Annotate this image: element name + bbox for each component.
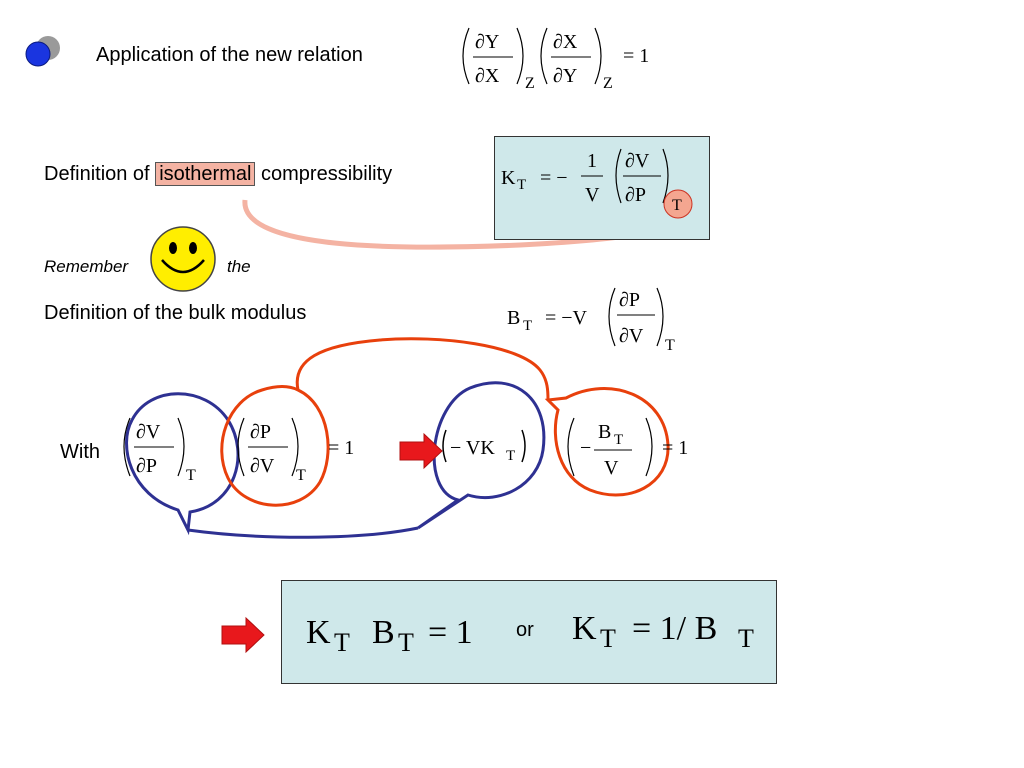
svg-text:K: K [306,614,331,651]
svg-text:B: B [372,614,395,651]
svg-text:= 1: = 1 [328,437,354,459]
svg-text:∂Y: ∂Y [475,31,499,53]
svg-text:T: T [614,432,623,448]
compressibility-equation-box: K T = − 1 V ∂V ∂P T [494,136,710,240]
result-box: K T B T = 1 or K T = 1/ B T [281,580,777,684]
svg-text:∂P: ∂P [625,184,646,206]
result-arrow-icon [220,616,266,654]
result-equation-2: K T = 1/ B T [572,610,754,653]
bulk-modulus-definition: Definition of the bulk modulus [44,302,307,324]
svg-text:∂V: ∂V [136,421,161,443]
isothermal-suffix: compressibility [261,163,393,185]
svg-text:∂Y: ∂Y [553,65,577,87]
svg-text:T: T [672,197,682,214]
orange-connector [295,337,550,401]
svg-text:Z: Z [603,75,613,92]
svg-text:T: T [738,624,754,653]
svg-text:T: T [517,177,526,193]
svg-text:= −V: = −V [545,307,588,329]
isothermal-highlight: isothermal [155,162,256,186]
svg-text:∂P: ∂P [619,289,640,311]
svg-text:= 1/ B: = 1/ B [632,610,717,647]
smiley-icon [148,224,218,294]
svg-text:T: T [523,318,532,334]
svg-text:B: B [507,307,520,329]
svg-text:= 1: = 1 [428,614,473,651]
svg-text:∂V: ∂V [619,325,644,347]
svg-text:− VK: − VK [450,437,495,459]
svg-text:T: T [600,624,616,653]
result-or-label: or [516,619,534,641]
with-label: With [60,441,100,463]
result-equations: K T B T = 1 [306,614,473,657]
svg-text:T: T [398,628,414,657]
bullet-icon [22,32,64,70]
svg-text:∂V: ∂V [625,150,650,172]
svg-text:= −: = − [540,167,568,189]
svg-text:∂X: ∂X [475,65,500,87]
header-title: Application of the new relation [96,44,363,66]
svg-text:T: T [296,467,306,484]
navy-balloon-left [125,392,240,536]
svg-text:∂P: ∂P [136,455,157,477]
svg-text:∂V: ∂V [250,455,275,477]
compressibility-equation: K T = − 1 V ∂V ∂P T [501,148,693,219]
svg-text:K: K [572,610,597,647]
orange-balloon-middle [220,385,330,507]
svg-text:T: T [665,337,675,354]
with-equation-left: ∂V ∂P T ∂P ∂V T = 1 [123,417,354,484]
bulk-modulus-equation: B T = −V ∂P ∂V T [507,287,675,354]
with-equation-right: − VK T − B T V = 1 [442,417,688,479]
remember-text-after: the [227,257,251,276]
svg-text:Z: Z [525,75,535,92]
svg-text:= 1: = 1 [662,437,688,459]
svg-text:∂X: ∂X [553,31,578,53]
svg-text:V: V [585,184,600,206]
svg-text:1: 1 [587,150,597,172]
navy-connector [187,526,419,539]
orange-balloon-right [544,387,670,497]
svg-text:−: − [580,437,591,459]
right-arrow-icon [398,432,444,470]
svg-text:∂P: ∂P [250,421,271,443]
svg-text:= 1: = 1 [623,45,649,67]
svg-text:V: V [604,457,619,479]
svg-text:K: K [501,167,516,189]
isothermal-definition: Definition of isothermal compressibility [44,162,393,186]
svg-text:T: T [186,467,196,484]
svg-text:B: B [598,421,611,443]
svg-text:T: T [506,448,515,464]
header-equation: ∂Y ∂X Z ∂X ∂Y Z = 1 [462,27,649,92]
remember-text: Remember [44,257,129,276]
svg-text:T: T [334,628,350,657]
isothermal-prefix: Definition of [44,163,150,185]
